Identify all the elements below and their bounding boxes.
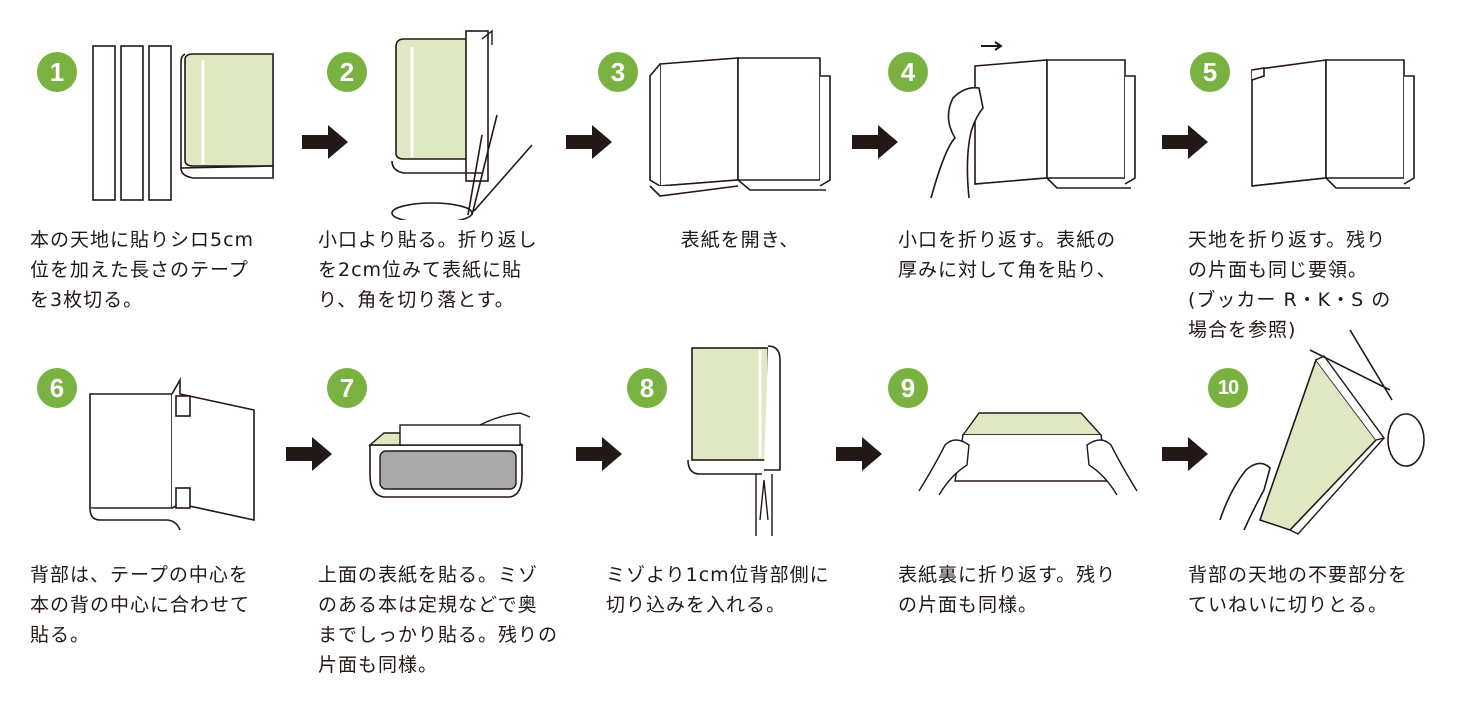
step-number-badge: 6 xyxy=(37,368,77,408)
step-number-badge: 3 xyxy=(598,52,638,92)
tape-applied-cut-corner-illustration xyxy=(391,29,533,220)
step-caption: 表紙を開き、 xyxy=(680,229,800,251)
step-caption: 小口を折り返す。表紙の 厚みに対して角を貼り、 xyxy=(898,229,1117,281)
fold-fore-edge-illustration xyxy=(930,41,1136,199)
step-number-badge: 2 xyxy=(327,52,367,92)
step-caption: 表紙裏に折り返す。残り の片面も同様。 xyxy=(898,564,1117,616)
cut-slit-illustration xyxy=(687,345,781,536)
attach-cover-illustration xyxy=(368,412,531,498)
step-number-badge: 9 xyxy=(888,368,928,408)
step-caption: 背部の天地の不要部分を ていねいに切りとる。 xyxy=(1188,564,1409,616)
step-number-badge: 4 xyxy=(888,52,928,92)
fold-inside-cover-illustration xyxy=(918,412,1138,496)
step-caption: 背部は、テープの中心を 本の背の中心に合わせて 貼る。 xyxy=(30,564,251,646)
fold-top-bottom-illustration xyxy=(1251,59,1415,189)
next-arrow-icon xyxy=(566,125,612,159)
tape-strips-and-book-illustration xyxy=(92,45,274,201)
step-caption: 小口より貼る。折り返し を2cm位みて表紙に貼 り、角を切り落とす。 xyxy=(318,229,538,311)
step-number-badge: 10 xyxy=(1208,368,1248,408)
next-arrow-icon xyxy=(286,437,332,471)
trim-spine-excess-illustration xyxy=(1219,330,1425,535)
step-number-badge: 5 xyxy=(1190,52,1230,92)
spine-tape-illustration xyxy=(89,376,255,531)
step-number-badge: 7 xyxy=(327,368,367,408)
next-arrow-icon xyxy=(836,437,882,471)
step-number-badge: 1 xyxy=(37,52,77,92)
step-caption: 本の天地に貼りシロ5cm 位を加えた長さのテープ を3枚切る。 xyxy=(30,229,255,311)
next-arrow-icon xyxy=(576,437,622,471)
step-number-badge: 8 xyxy=(627,368,667,408)
open-cover-illustration xyxy=(649,57,831,197)
next-arrow-icon xyxy=(1162,125,1208,159)
step-caption: 上面の表紙を貼る。ミゾ のある本は定規などで奥 までしっかり貼る。残りの 片面も… xyxy=(318,564,559,676)
step-caption: 天地を折り返す。残り の片面も同じ要領。 (ブッカー R・K・S の 場合を参照… xyxy=(1188,229,1392,341)
next-arrow-icon xyxy=(302,125,348,159)
next-arrow-icon xyxy=(852,125,898,159)
step-caption: ミゾより1cm位背部側に 切り込みを入れる。 xyxy=(606,564,830,616)
next-arrow-icon xyxy=(1162,437,1208,471)
